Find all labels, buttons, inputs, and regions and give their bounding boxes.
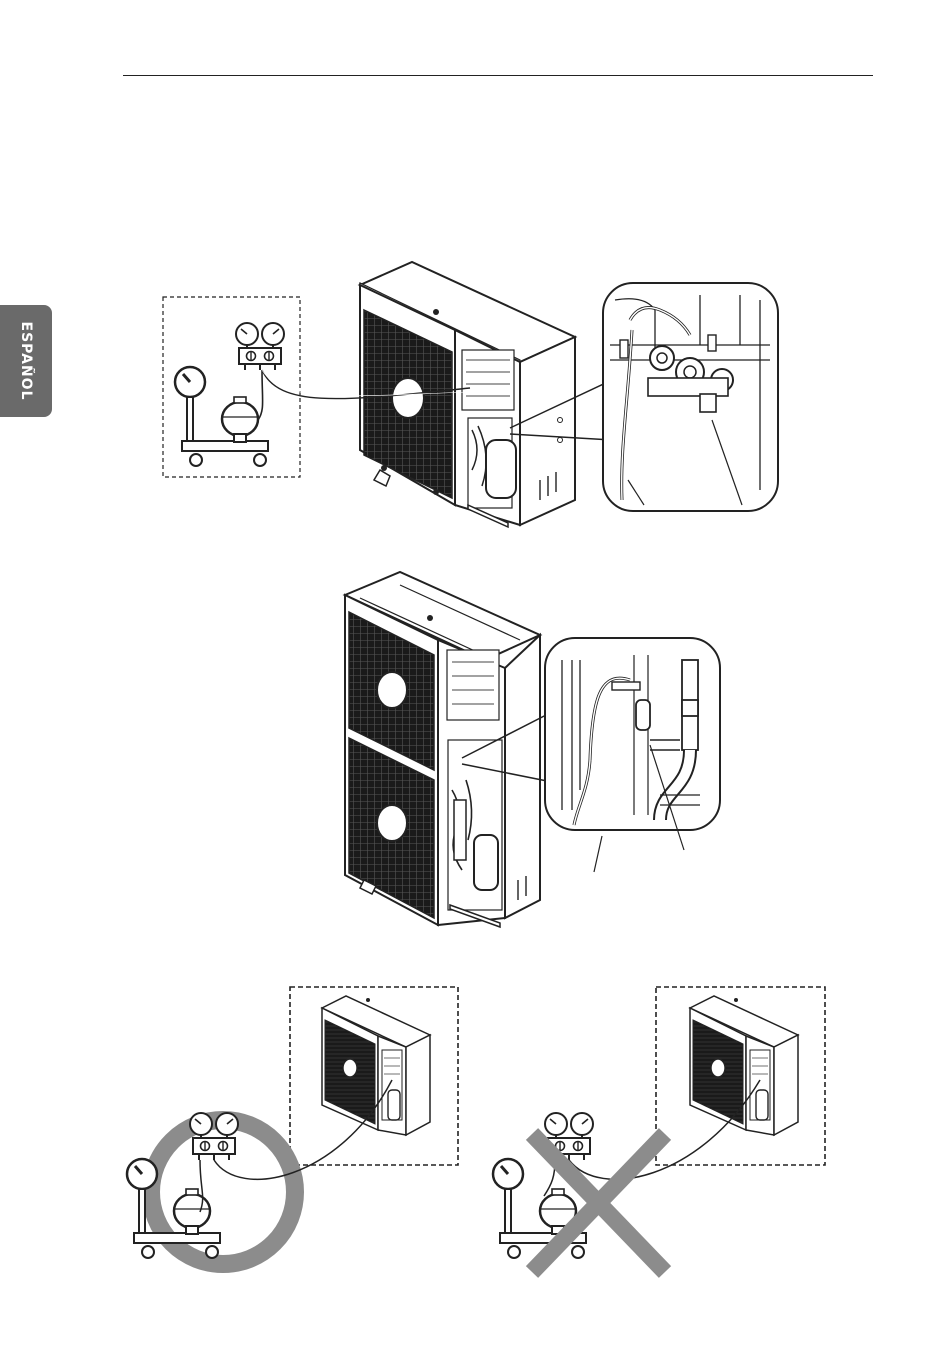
scale-cart-icon bbox=[175, 367, 268, 466]
figure-4-incorrect-connection bbox=[493, 987, 825, 1272]
figure-3-correct-connection bbox=[127, 987, 458, 1264]
gauge-manifold-icon bbox=[236, 323, 284, 370]
figure-1-single-fan-unit bbox=[163, 262, 778, 527]
zoom-detail-1 bbox=[603, 283, 778, 511]
figure-2-double-fan-unit bbox=[345, 572, 720, 927]
